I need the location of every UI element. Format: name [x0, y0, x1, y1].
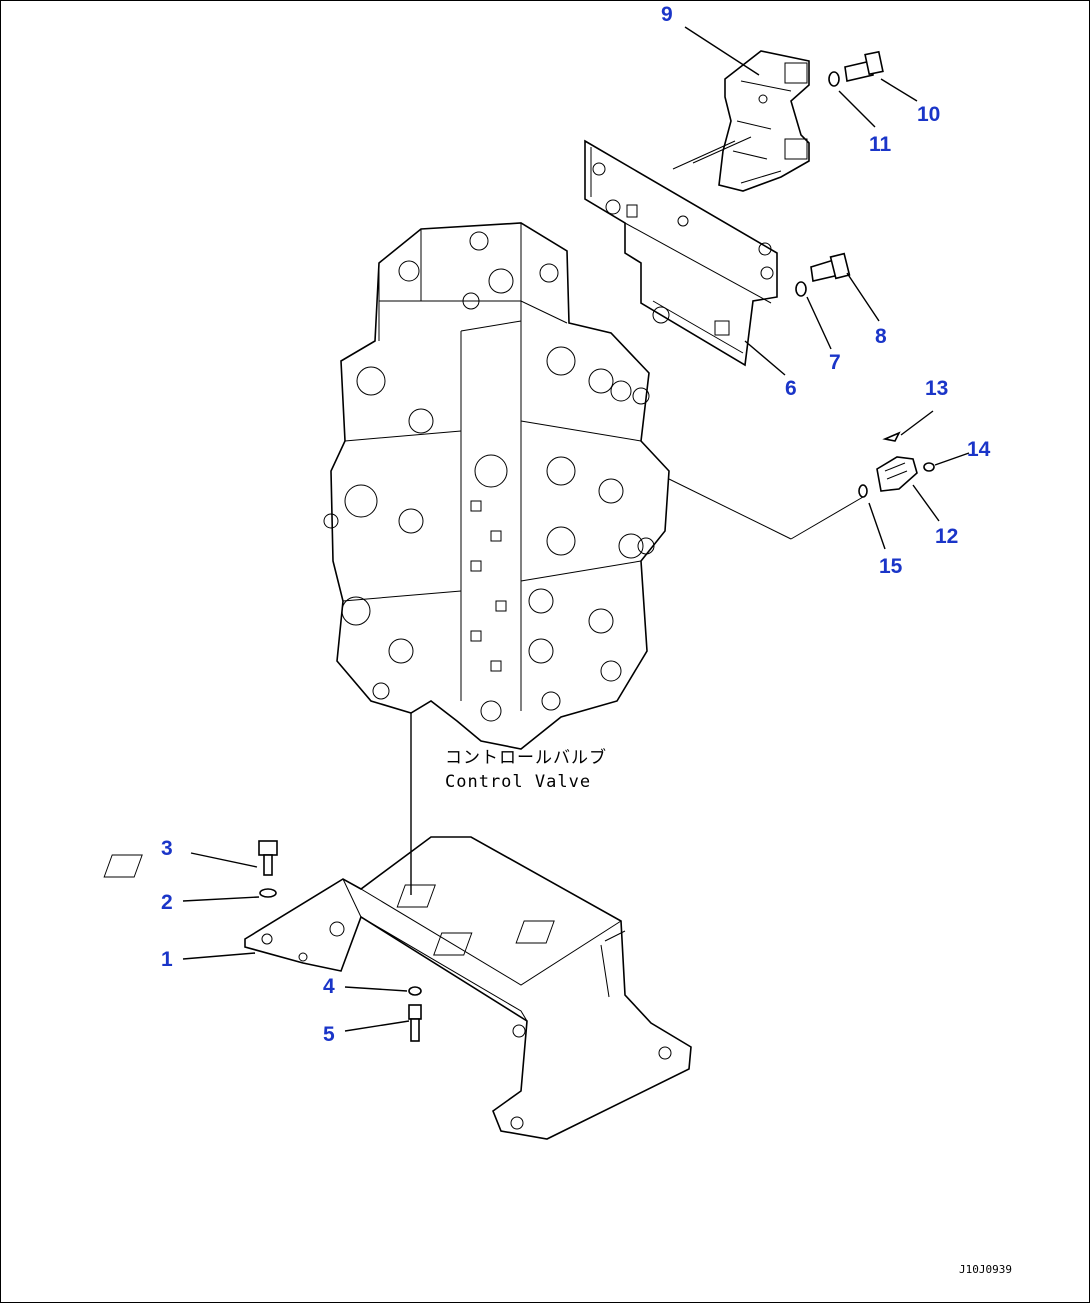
control-valve-drawing [323, 222, 670, 750]
callout-10: 10 [917, 103, 940, 126]
callout-14: 14 [967, 438, 991, 461]
callout-6: 6 [785, 377, 797, 400]
drawing-code: J10J0939 [959, 1263, 1012, 1276]
callout-3: 3 [161, 837, 173, 860]
callout-4: 4 [323, 975, 335, 998]
caption-control-valve-en: Control Valve [445, 772, 591, 792]
bolt-3-drawing [258, 840, 278, 898]
leader-lines [182, 26, 970, 1032]
callout-12: 12 [935, 525, 958, 548]
callouts: 9 10 11 8 7 6 13 14 12 15 3 2 1 4 5 [161, 3, 991, 1046]
base-frame-1-drawing [103, 836, 692, 1140]
bolt-10-drawing [828, 50, 884, 87]
assembly-lines [410, 136, 864, 895]
callout-8: 8 [875, 325, 887, 348]
fitting-12-drawing [858, 431, 935, 498]
callout-5: 5 [323, 1023, 335, 1046]
callout-15: 15 [879, 555, 903, 578]
callout-11: 11 [869, 133, 892, 156]
clip-bracket-9-drawing [718, 50, 810, 192]
bolt-8-drawing [795, 252, 851, 297]
callout-13: 13 [925, 377, 948, 400]
bracket-6-drawing [584, 139, 778, 367]
caption-control-valve-jp: コントロールバルブ [445, 747, 607, 768]
callout-7: 7 [829, 351, 841, 374]
callout-2: 2 [161, 891, 173, 914]
callout-1: 1 [161, 948, 173, 971]
callout-9: 9 [661, 3, 673, 26]
bolt-5-drawing [408, 986, 422, 1042]
